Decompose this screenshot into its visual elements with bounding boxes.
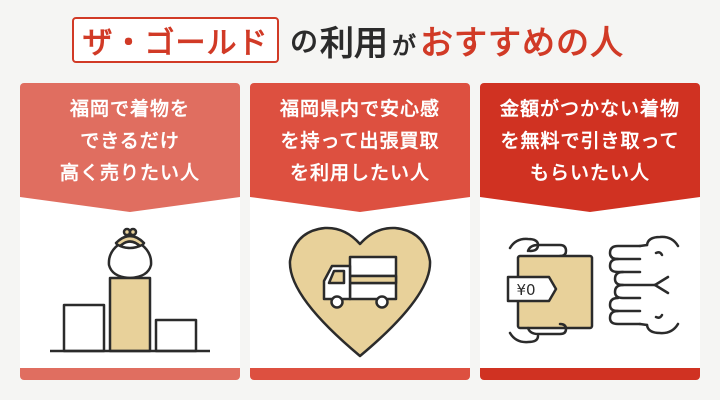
title-word-riyou: 利用	[320, 23, 389, 64]
card-header: 金額がつかない着物 を無料で引き取って もらいたい人	[480, 83, 700, 213]
page-title: の 利用 が おすすめの人	[290, 17, 625, 64]
brand-name-box: ザ・ゴールド	[72, 17, 279, 63]
title-particle-no: の	[290, 25, 319, 58]
chevron-banner-shape	[480, 83, 700, 212]
title-particle-ga: が	[392, 31, 417, 60]
zero-yen-tag: ¥0	[516, 281, 535, 299]
card-heading: 金額がつかない着物 を無料で引き取って もらいたい人	[480, 93, 700, 189]
card-line: を利用したい人	[289, 162, 430, 184]
card-header: 福岡で着物を できるだけ 高く売りたい人	[20, 83, 240, 213]
card-line: を持って出張買取	[280, 130, 440, 152]
card-line: 金額がつかない着物	[499, 98, 680, 120]
card-heading: 福岡県内で安心感 を持って出張買取 を利用したい人	[250, 93, 470, 189]
card-line: 福岡県内で安心感	[279, 98, 440, 120]
card-heading: 福岡で着物を できるだけ 高く売りたい人	[20, 93, 240, 189]
recommend-card-2: 福岡県内で安心感 を持って出張買取 を利用したい人	[250, 83, 470, 380]
purse-on-podium-icon	[20, 221, 240, 366]
page-header: ザ・ゴールド の 利用 が おすすめの人	[0, 0, 720, 80]
recommend-card-1: 福岡で着物を できるだけ 高く売りたい人	[20, 83, 240, 380]
truck-in-heart-icon	[250, 221, 470, 366]
card-header: 福岡県内で安心感 を持って出張買取 を利用したい人	[250, 83, 470, 213]
card-footer-bar	[20, 368, 240, 380]
card-line: を無料で引き取って	[500, 130, 680, 152]
recommend-card-3: 金額がつかない着物 を無料で引き取って もらいたい人	[480, 83, 700, 380]
chevron-banner-shape	[250, 83, 470, 212]
title-highlight: おすすめの人	[420, 23, 625, 62]
card-line: 高く売りたい人	[59, 162, 200, 184]
hands-handing-zero-yen-item-icon: ¥0	[480, 221, 700, 366]
card-footer-bar	[480, 368, 700, 380]
chevron-banner-shape	[20, 83, 240, 212]
card-line: できるだけ	[80, 130, 180, 152]
card-line: 福岡で着物を	[69, 98, 190, 120]
card-footer-bar	[250, 368, 470, 380]
brand-name: ザ・ゴールド	[82, 26, 269, 61]
card-line: もらいたい人	[529, 162, 650, 184]
